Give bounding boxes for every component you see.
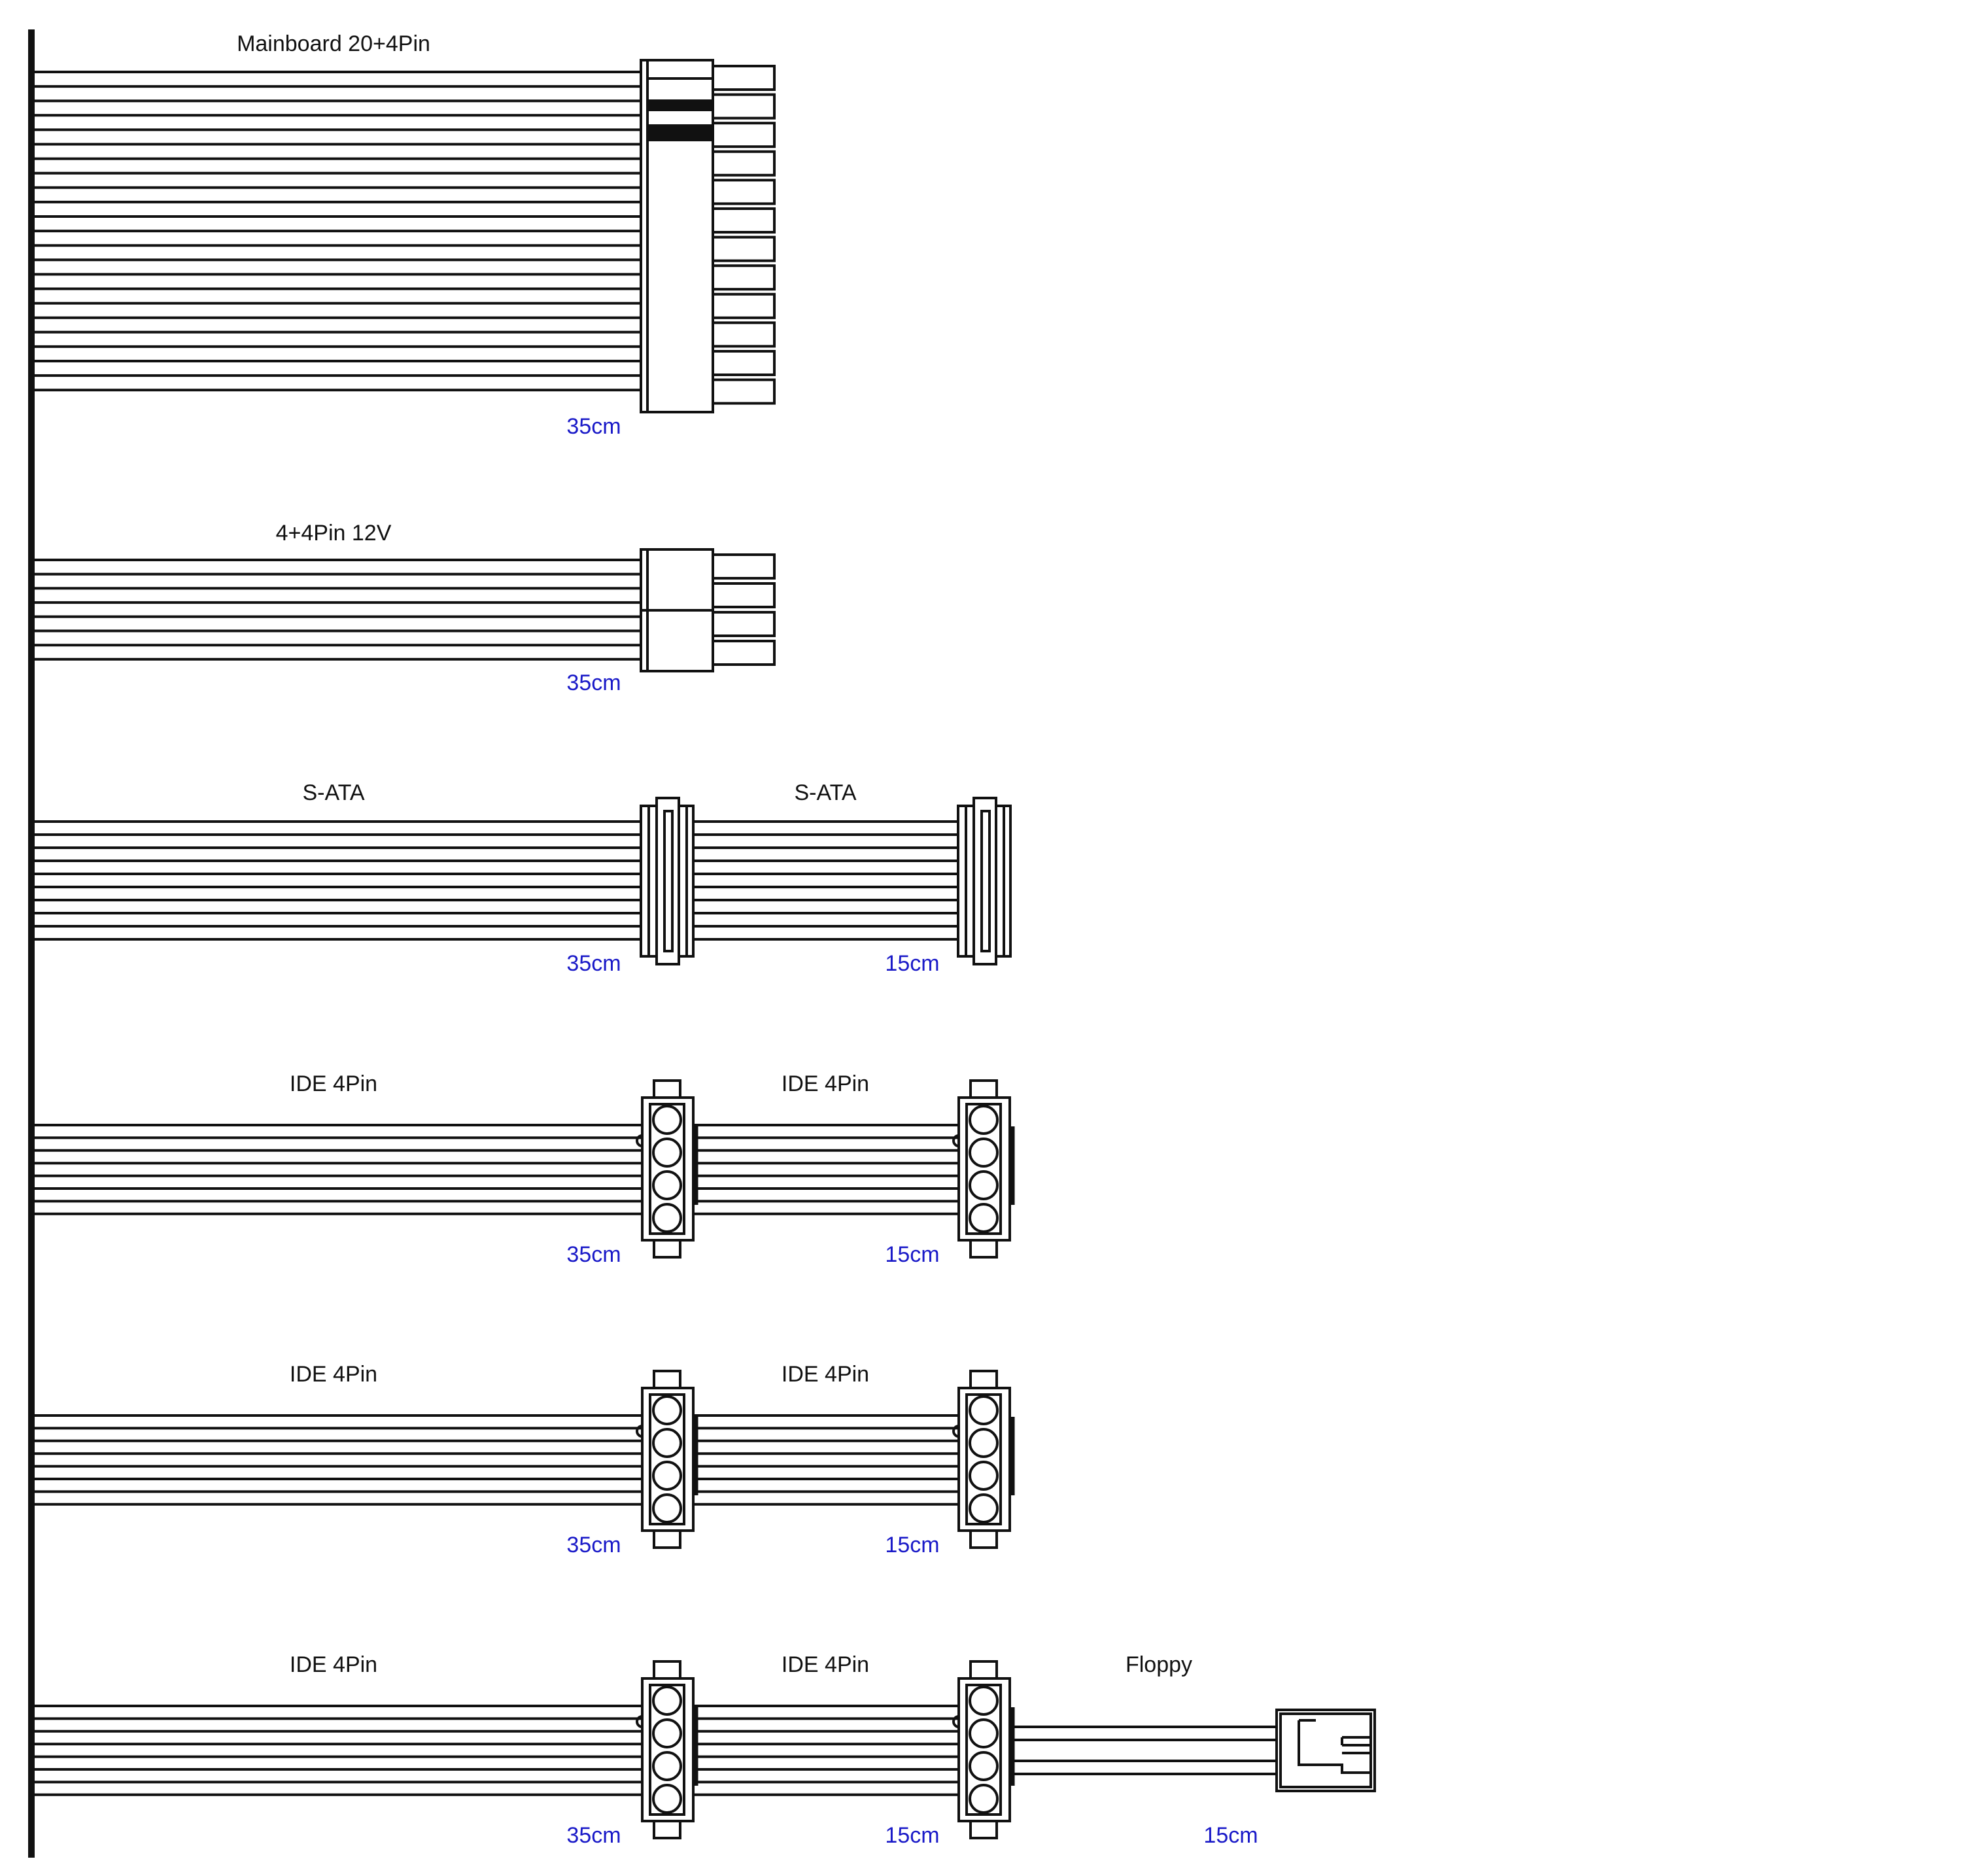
pin-socket: [712, 611, 776, 637]
length-label: 35cm: [566, 670, 621, 695]
cable-ide-b: IDE 4Pin IDE 4Pin 35cm 15cm: [34, 1362, 1015, 1557]
pin-socket: [712, 207, 776, 234]
molex-pin: [652, 1493, 682, 1523]
connector-label: S-ATA: [794, 780, 856, 805]
molex-pin: [652, 1428, 682, 1458]
cable-ide-a: IDE 4Pin IDE 4Pin 35cm 15cm: [34, 1071, 1015, 1267]
length-label: 15cm: [885, 951, 939, 976]
connector-label: Floppy: [1126, 1652, 1192, 1677]
molex-connector: [952, 1370, 1015, 1549]
pin-socket: [712, 350, 776, 376]
pin-socket: [712, 582, 776, 608]
pin-socket: [712, 65, 776, 91]
molex-pin: [969, 1751, 999, 1781]
molex-pin: [969, 1138, 999, 1168]
wire-bundle: [34, 1414, 958, 1506]
length-label: 15cm: [885, 1823, 939, 1848]
molex-connector: [636, 1660, 698, 1839]
molex-connector: [636, 1079, 698, 1259]
connector-label: IDE 4Pin: [782, 1652, 869, 1677]
floppy-wire-bundle: [1012, 1726, 1277, 1775]
connector-label: S-ATA: [302, 780, 364, 805]
molex-pin: [652, 1170, 682, 1200]
length-label: 35cm: [566, 951, 621, 976]
molex-pin: [969, 1461, 999, 1491]
connector-label: IDE 4Pin: [782, 1071, 869, 1096]
pin-socket: [712, 321, 776, 348]
length-label: 15cm: [885, 1242, 939, 1267]
pin-socket: [712, 264, 776, 291]
length-label: 35cm: [566, 1242, 621, 1267]
cable-cpu-12v: 4+4Pin 12V 35cm: [34, 521, 776, 695]
molex-pin: [652, 1461, 682, 1491]
molex-pin: [969, 1105, 999, 1135]
molex-pin: [969, 1493, 999, 1523]
sata-connector: [957, 797, 1012, 965]
molex-pin: [652, 1395, 682, 1425]
molex-pin: [969, 1784, 999, 1814]
molex-pin: [652, 1105, 682, 1135]
molex-pin: [652, 1784, 682, 1814]
length-label: 15cm: [1203, 1823, 1258, 1848]
connector-label: IDE 4Pin: [290, 1071, 377, 1096]
molex-pin: [652, 1718, 682, 1748]
length-label: 35cm: [566, 1533, 621, 1557]
eps-pin-row: [712, 553, 776, 666]
pin-socket: [712, 378, 776, 405]
molex-pin: [969, 1203, 999, 1233]
cable-sata: S-ATA S-ATA 35cm 15cm: [34, 780, 1012, 976]
molex-connector: [952, 1079, 1015, 1259]
molex-connector: [952, 1660, 1015, 1839]
connector-label: 4+4Pin 12V: [276, 521, 392, 546]
wire-bundle: [34, 559, 641, 661]
molex-pin: [652, 1686, 682, 1716]
connector-label: IDE 4Pin: [782, 1362, 869, 1387]
pin-socket: [712, 640, 776, 666]
wire-bundle: [34, 1705, 958, 1796]
connector-key: [647, 124, 713, 141]
cable-mainboard: Mainboard 20+4Pin 35cm: [34, 31, 776, 439]
molex-pin: [652, 1138, 682, 1168]
molex-pin: [652, 1203, 682, 1233]
pin-socket: [712, 553, 776, 580]
molex-connector: [636, 1370, 698, 1549]
molex-pin: [969, 1395, 999, 1425]
wire-bundle: [34, 71, 641, 392]
wire-bundle: [34, 820, 958, 941]
connector-label: IDE 4Pin: [290, 1362, 377, 1387]
atx-connector-body: [640, 59, 714, 413]
connector-label: Mainboard 20+4Pin: [237, 31, 430, 56]
molex-pin: [652, 1751, 682, 1781]
length-label: 35cm: [566, 414, 621, 439]
pin-socket: [712, 179, 776, 205]
sata-connector: [640, 797, 695, 965]
connector-key: [647, 99, 713, 111]
wire-bundle: [34, 1124, 958, 1215]
cable-ide-floppy: IDE 4Pin IDE 4Pin Floppy 35cm 15cm 15cm: [34, 1652, 1376, 1848]
length-label: 35cm: [566, 1823, 621, 1848]
molex-pin: [969, 1428, 999, 1458]
pin-socket: [712, 235, 776, 262]
atx-pin-row: [712, 65, 776, 405]
pin-socket: [712, 122, 776, 148]
connector-label: IDE 4Pin: [290, 1652, 377, 1677]
molex-pin: [969, 1170, 999, 1200]
pin-socket: [712, 150, 776, 177]
length-label: 15cm: [885, 1533, 939, 1557]
molex-pin: [969, 1718, 999, 1748]
floppy-connector: [1275, 1709, 1376, 1792]
pin-socket: [712, 292, 776, 319]
molex-pin: [969, 1686, 999, 1716]
pin-socket: [712, 93, 776, 120]
